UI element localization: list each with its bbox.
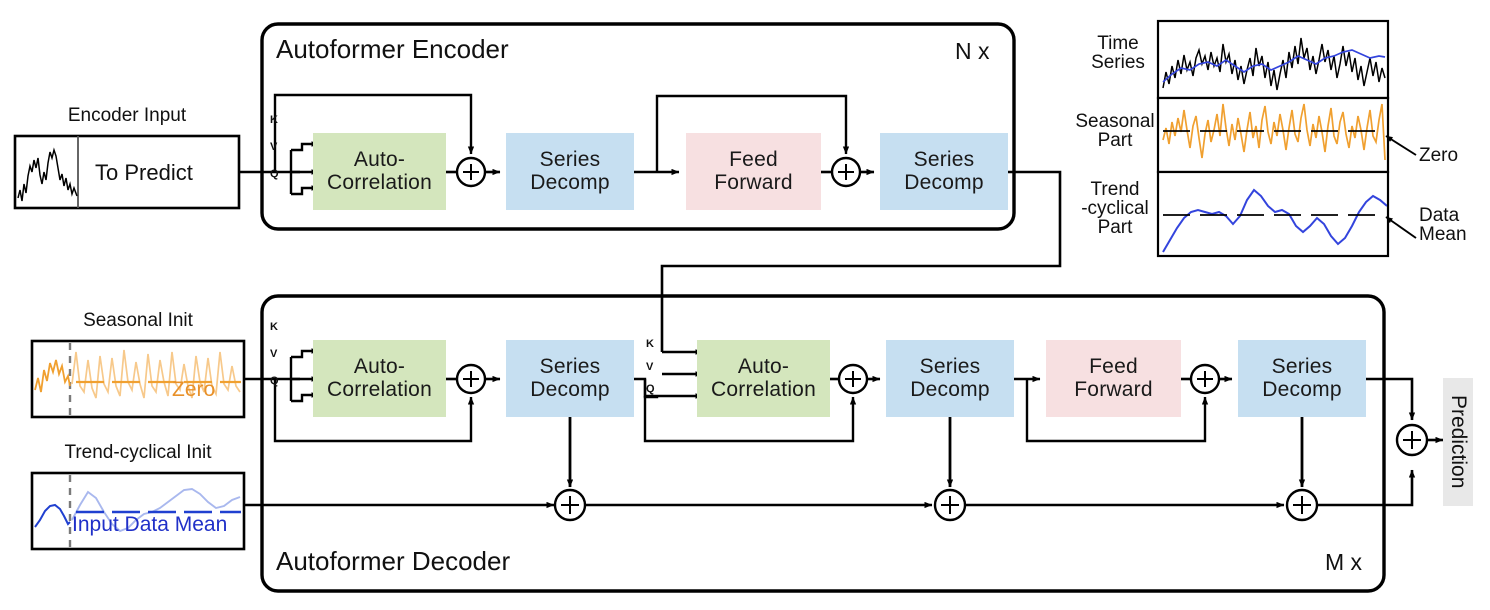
- encoder-input-box: [13, 134, 241, 210]
- prediction-label: Prediction: [1443, 378, 1473, 506]
- seasonal-zero-annotation: Zero: [1419, 145, 1459, 166]
- dec-k-label-1: K: [270, 321, 278, 333]
- trend-init-caption: Trend-cyclical Init: [64, 442, 212, 463]
- trend-cyclical-part-panel: [1156, 170, 1390, 258]
- time-series-caption: Time Series: [1091, 33, 1145, 74]
- enc-auto-correlation-block: [313, 133, 446, 210]
- encoder-container: [260, 22, 1016, 231]
- encoder-input-to-predict-label: To Predict: [95, 160, 193, 185]
- trend-init-mean-label: Input Data Mean: [72, 513, 228, 536]
- encoder-repeat-label: N x: [955, 38, 990, 64]
- decoder-repeat-label: M x: [1325, 549, 1363, 575]
- encoder-input-sparkline: [17, 147, 78, 202]
- dec-v-label-1: V: [270, 348, 278, 360]
- decoder-title: Autoformer Decoder: [276, 546, 511, 576]
- dec-series-decomp-3-block: [1238, 340, 1366, 417]
- dec-q-label-2: Q: [646, 383, 655, 395]
- enc-q-label: Q: [270, 168, 279, 180]
- dec-auto-correlation-1-block: [313, 340, 446, 417]
- encoder-input-caption: Encoder Input: [67, 105, 187, 126]
- seasonal-init-zero-label: Zero: [172, 378, 216, 401]
- dec-auto-correlation-2-block: [697, 340, 830, 417]
- dec-v-label-2: V: [646, 361, 654, 373]
- enc-series-decomp-1-block: [506, 133, 634, 210]
- dec-k-label-2: K: [646, 338, 654, 350]
- seasonal-part-caption: Seasonal Part: [1075, 111, 1155, 152]
- dec-q-label-1: Q: [270, 375, 279, 387]
- dec-feed-forward-block: [1046, 340, 1181, 417]
- enc-series-decomp-2-block: [880, 133, 1008, 210]
- trend-mean-annotation: Data Mean: [1419, 205, 1467, 246]
- enc-feed-forward-block: [686, 133, 821, 210]
- seasonal-init-caption: Seasonal Init: [83, 310, 193, 331]
- encoder-to-decoder-link: [660, 170, 1062, 352]
- dec-series-decomp-2-block: [886, 340, 1014, 417]
- enc-k-label: K: [270, 114, 278, 126]
- enc-v-label: V: [270, 141, 278, 153]
- encoder-title: Autoformer Encoder: [276, 34, 509, 64]
- trend-cyclical-part-caption: Trend -cyclical Part: [1081, 179, 1149, 238]
- dec-series-decomp-1-block: [506, 340, 634, 417]
- time-series-panel: [1156, 19, 1390, 100]
